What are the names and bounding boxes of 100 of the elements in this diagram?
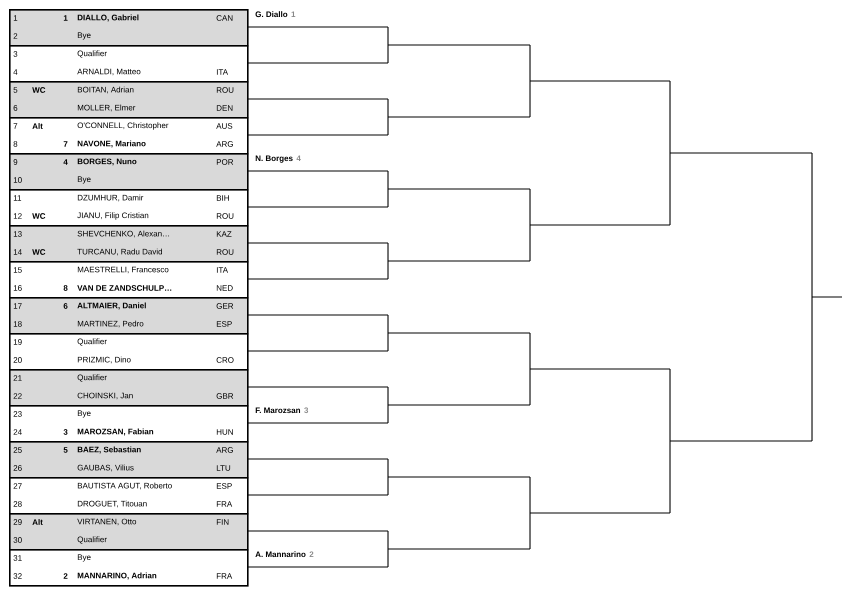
draw-pair-box: [9, 225, 249, 263]
draw-position: 23: [14, 411, 22, 417]
country-code: ROU: [216, 87, 234, 93]
seed-number: 2: [64, 573, 68, 579]
draw-pair-box: [9, 45, 249, 83]
seed-number: 3: [64, 429, 68, 435]
player-name: MAESTRELLI, Francesco: [78, 266, 168, 274]
player-name: BORGES, Nuno: [78, 158, 136, 166]
draw-position: 12: [14, 213, 22, 219]
player-name: BAUTISTA AGUT, Roberto: [78, 482, 172, 490]
draw-position: 25: [14, 447, 22, 453]
draw-position: 17: [14, 303, 22, 309]
player-name: ARNALDI, Matteo: [77, 68, 140, 76]
draw-position: 6: [14, 105, 18, 111]
draw-pair-box: [9, 261, 249, 299]
country-code: NED: [216, 285, 233, 291]
winner-name: N. Borges: [256, 156, 293, 163]
player-name: MANNARINO, Adrian: [78, 572, 156, 580]
player-name: Qualifier: [78, 536, 107, 544]
country-code: FRA: [216, 573, 232, 579]
country-code: FIN: [216, 519, 228, 525]
player-name: ALTMAIER, Daniel: [77, 302, 146, 310]
country-code: CRO: [216, 357, 234, 363]
country-code: HUN: [216, 429, 233, 435]
entry-tag: Alt: [32, 519, 43, 525]
draw-position: 21: [14, 375, 22, 381]
draw-pair-box: [9, 81, 249, 119]
draw-position: 18: [14, 321, 22, 327]
draw-position: 15: [14, 267, 22, 273]
seed-number: 7: [64, 141, 68, 147]
draw-position: 7: [14, 123, 18, 129]
draw-position: 29: [14, 519, 22, 525]
draw-position: 24: [14, 429, 22, 435]
draw-pair-box: [9, 441, 249, 479]
player-name: O'CONNELL, Christopher: [78, 122, 168, 130]
draw-pair-box: [9, 513, 249, 551]
player-name: NAVONE, Mariano: [78, 140, 146, 148]
country-code: ESP: [216, 321, 232, 327]
country-code: AUS: [216, 123, 232, 129]
draw-pair-box: [9, 8, 249, 47]
draw-position: 27: [14, 483, 22, 489]
player-name: PRIZMIC, Dino: [78, 356, 131, 364]
draw-pair-box: [9, 405, 249, 443]
country-code: ESP: [216, 483, 232, 489]
draw-pair-box: [9, 477, 249, 515]
draw-position: 8: [14, 141, 18, 147]
seed-number: 3: [304, 407, 308, 414]
player-name: MAROZSAN, Fabian: [78, 428, 154, 436]
country-code: GER: [216, 303, 234, 309]
seed-number: 6: [64, 303, 68, 309]
country-code: ARG: [216, 447, 233, 453]
player-name: BOITAN, Adrian: [78, 86, 134, 94]
player-name: Qualifier: [78, 338, 107, 346]
player-name: VIRTANEN, Otto: [77, 518, 136, 526]
seed-number: 4: [63, 159, 68, 165]
winner-name: G. Diallo: [256, 11, 288, 18]
player-name: Bye: [78, 554, 91, 562]
country-code: KAZ: [216, 231, 232, 237]
draw-position: 14: [14, 249, 22, 255]
draw-position: 3: [14, 51, 18, 57]
player-name: Qualifier: [78, 374, 107, 382]
country-code: LTU: [216, 465, 230, 471]
draw-position: 32: [14, 573, 22, 579]
draw-position: 19: [14, 339, 22, 345]
entry-tag: WC: [32, 213, 46, 219]
draw-position: 16: [14, 285, 22, 291]
draw-position: 28: [14, 501, 22, 507]
draw-position: 9: [14, 159, 18, 165]
entry-tag: WC: [32, 249, 46, 255]
entry-tag: WC: [32, 87, 46, 93]
player-name: Qualifier: [78, 50, 107, 58]
seed-number: 1: [292, 11, 296, 17]
country-code: BIH: [216, 195, 229, 201]
player-name: DIALLO, Gabriel: [78, 14, 138, 22]
player-name: JIANU, Filip Cristian: [77, 212, 148, 220]
seed-number: 4: [296, 156, 301, 161]
player-name: TURCANU, Radu David: [77, 248, 162, 256]
player-name: BAEZ, Sebastian: [78, 446, 141, 454]
draw-position: 22: [14, 393, 22, 399]
player-name: SHEVCHENKO, Alexan…: [78, 230, 170, 238]
country-code: DEN: [216, 105, 232, 111]
country-code: ROU: [216, 213, 234, 219]
draw-pair-box: [9, 297, 249, 335]
draw-position: 10: [14, 177, 22, 183]
draw-position: 13: [14, 231, 22, 237]
draw-position: 26: [14, 465, 22, 471]
player-name: CHOINSKI, Jan: [78, 392, 133, 400]
winner-name: F. Marozsan: [256, 408, 300, 414]
country-code: ITA: [216, 267, 228, 273]
country-code: GBR: [216, 393, 234, 399]
player-name: Bye: [78, 410, 91, 418]
seed-number: 1: [64, 15, 68, 21]
player-name: DZUMHUR, Damir: [78, 194, 144, 202]
draw-position: 1: [14, 15, 18, 21]
draw-position: 2: [14, 33, 18, 39]
player-name: MOLLER, Elmer: [78, 104, 136, 112]
country-code: FRA: [216, 501, 232, 507]
country-code: ROU: [216, 249, 234, 255]
draw-pair-box: [9, 549, 249, 587]
draw-position: 5: [14, 87, 18, 93]
